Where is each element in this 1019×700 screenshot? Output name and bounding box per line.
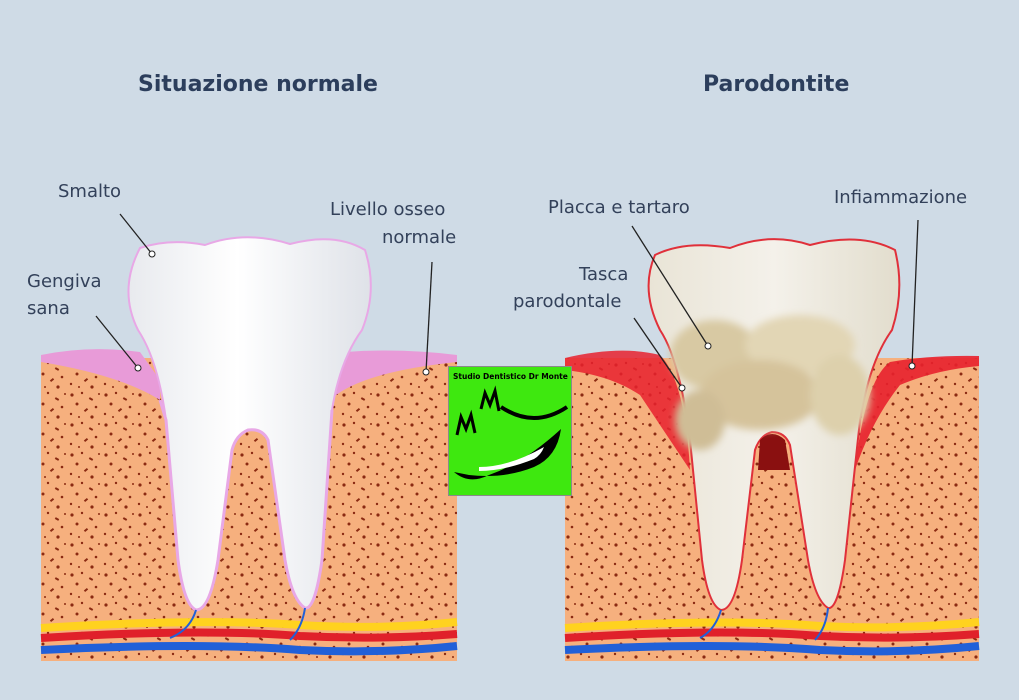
leader-tasca xyxy=(633,317,683,389)
label-tasca-2: parodontale xyxy=(513,291,622,312)
label-gengiva-2: sana xyxy=(27,298,70,319)
label-livello-1: Livello osseo xyxy=(330,199,446,220)
label-infiammazione: Infiammazione xyxy=(834,187,968,208)
inflamed-gum-left xyxy=(565,350,690,470)
healthy-gum-right xyxy=(330,350,457,400)
inflamed-gum-right xyxy=(855,355,979,470)
leader-smalto xyxy=(119,213,153,255)
artery xyxy=(564,628,980,642)
smile-icon xyxy=(454,385,569,480)
pulp-exposure xyxy=(758,434,790,470)
healthy-gum-left xyxy=(41,349,160,400)
label-placca: Placca e tartaro xyxy=(548,197,690,218)
root-vessel xyxy=(699,609,722,639)
leader-gengiva xyxy=(95,315,139,369)
leader-lines xyxy=(95,213,919,389)
label-livello-2: normale xyxy=(382,227,457,248)
root-vessel xyxy=(814,607,829,641)
plaque-tartar xyxy=(670,315,870,450)
nerve xyxy=(564,618,980,632)
root-vessel xyxy=(289,607,306,641)
studio-logo: Studio Dentistico Dr Monte xyxy=(448,366,572,496)
label-smalto: Smalto xyxy=(58,181,122,202)
leader-placca xyxy=(631,225,709,347)
vein xyxy=(40,642,458,656)
vein xyxy=(564,642,980,656)
title-normal: Situazione normale xyxy=(138,72,378,97)
title-periodontitis: Parodontite xyxy=(703,72,850,97)
label-tasca-1: Tasca xyxy=(579,264,629,285)
root-vessel xyxy=(169,609,197,639)
logo-text: Studio Dentistico Dr Monte xyxy=(453,372,568,381)
nerve xyxy=(40,618,458,632)
leader-livello xyxy=(425,261,433,373)
leader-dots xyxy=(134,250,916,392)
leader-infiammazione xyxy=(911,219,919,367)
healthy-panel xyxy=(40,236,458,661)
artery xyxy=(40,628,458,642)
periodontitis-panel xyxy=(564,238,980,661)
label-gengiva-1: Gengiva xyxy=(27,271,102,292)
